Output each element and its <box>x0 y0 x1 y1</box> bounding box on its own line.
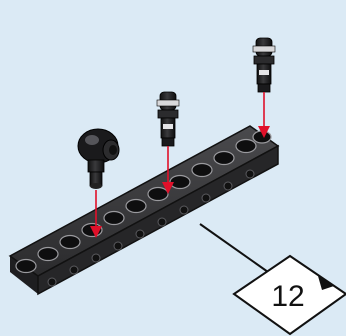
technic-beam <box>10 126 278 294</box>
step-label: 12 <box>234 256 346 334</box>
axle-pin-right-icon <box>253 38 275 92</box>
step-number: 12 <box>271 280 304 313</box>
callout-line <box>200 224 268 272</box>
axle-pin-middle-icon <box>157 92 179 146</box>
ball-joint-pin-icon <box>78 129 119 189</box>
